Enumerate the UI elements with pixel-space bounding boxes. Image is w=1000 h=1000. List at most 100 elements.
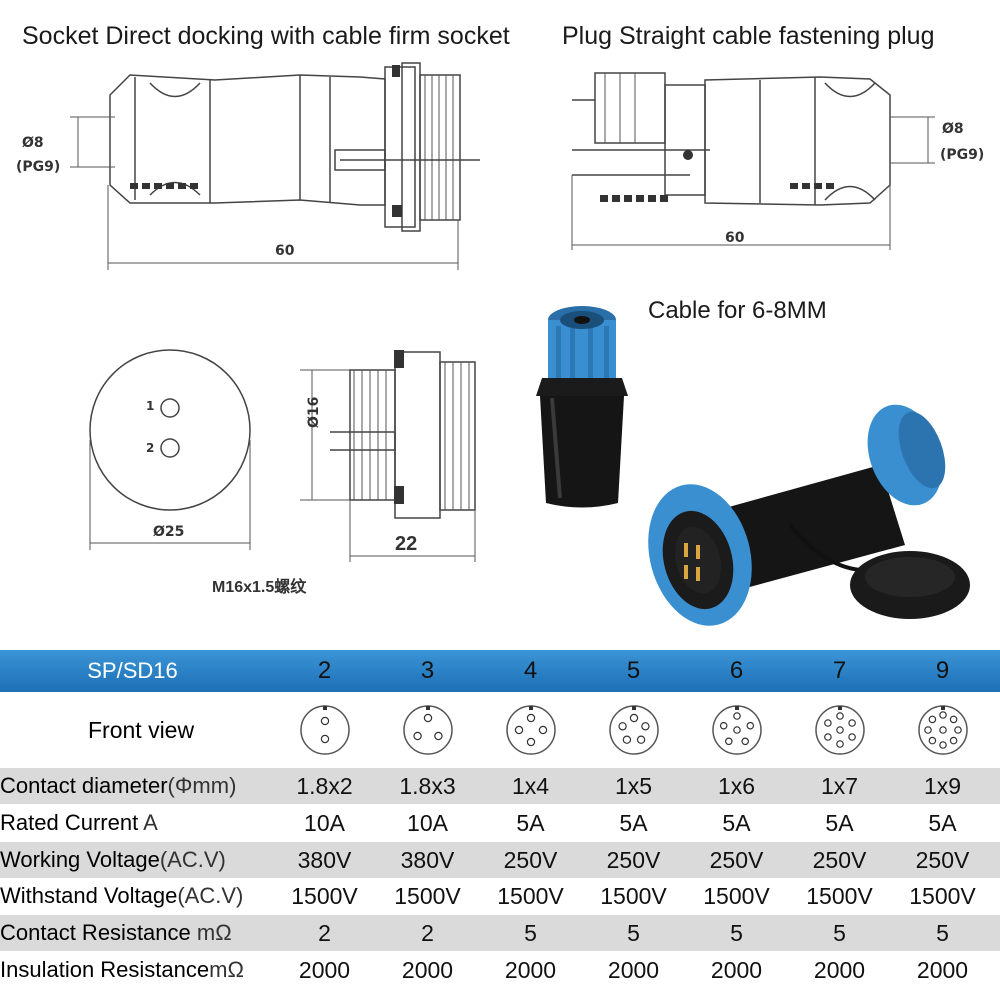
table-cell: 1500V [497, 882, 564, 909]
row-label-text: Contact Resistance [0, 920, 191, 945]
face-dim-dia: Ø25 [153, 524, 184, 540]
pin-count: 3 [420, 657, 435, 684]
pin-hole [823, 733, 832, 741]
pin-count: 6 [729, 657, 744, 684]
table-header-label: SP/SD16 [87, 658, 178, 683]
table-header-row: SP/SD16 2 3 4 5 6 7 9 [0, 650, 1000, 692]
table-cell: 1x4 [511, 772, 550, 799]
pin-hole [740, 737, 749, 746]
pin-hole [835, 726, 844, 734]
pin-hole [423, 713, 432, 723]
pin-layout-ring [505, 705, 556, 755]
table-cell: 2 [318, 919, 331, 946]
pin-hole [949, 715, 957, 724]
row-label-text: Working Voltage [0, 847, 160, 872]
pin-hole [928, 736, 936, 745]
pin-hole [847, 719, 856, 727]
pin-hole [526, 713, 535, 723]
pin-hole [629, 713, 638, 723]
plug-title: Plug Straight cable fastening plug [562, 22, 935, 50]
table-cell: 1500V [394, 882, 461, 909]
pin-layout-icon [299, 705, 350, 755]
key-notch [425, 706, 430, 710]
pin-hole [433, 731, 443, 741]
pin-hole [823, 719, 832, 727]
pin-hole [526, 737, 535, 747]
pin-hole [636, 735, 645, 744]
row-label-unit: mΩ [190, 920, 232, 945]
table-cell: 5 [730, 919, 743, 946]
table-cell: 5A [619, 809, 648, 836]
row-label-unit: (Φmm) [167, 773, 237, 798]
pin-layout-ring [917, 705, 968, 755]
table-cell: 10A [407, 809, 448, 836]
front-view-cell [685, 702, 788, 758]
cable-caption: Cable for 6-8MM [648, 297, 827, 324]
pin-hole [732, 712, 741, 720]
row-label: Rated Current A [0, 810, 265, 836]
face-pin2: 2 [146, 441, 154, 455]
socket-dim-pg: (PG9) [16, 159, 60, 175]
row-label: Withstand Voltage(AC.V) [0, 883, 265, 909]
key-notch [528, 706, 533, 710]
table-cell: 1500V [909, 882, 976, 909]
row-label: Insulation ResistancemΩ [0, 957, 265, 983]
socket-title: Socket Direct docking with cable firm so… [22, 22, 510, 50]
table-cell: 5A [825, 809, 854, 836]
table-cell: 5 [833, 919, 846, 946]
table-cell: 2000 [813, 956, 866, 983]
pin-hole [938, 711, 947, 719]
table-cell: 1500V [600, 882, 667, 909]
table-cell: 1x9 [923, 772, 962, 799]
pin-hole [724, 737, 733, 746]
row-label-text: Withstand Voltage [0, 883, 178, 908]
pin-hole [928, 715, 936, 724]
row-label: Contact Resistance mΩ [0, 920, 265, 946]
front-view-cell [376, 702, 479, 758]
pin-hole [953, 726, 962, 734]
table-cell: 1.8x2 [296, 772, 353, 799]
pin-hole [835, 740, 844, 748]
table-cell: 380V [297, 846, 352, 873]
key-notch [837, 706, 842, 710]
row-label: Contact diameter(Φmm) [0, 773, 265, 799]
pin-layout-icon [917, 705, 968, 755]
pin-layout-icon [505, 705, 556, 755]
pin-layout-icon [608, 705, 659, 755]
table-cell: 1500V [703, 882, 770, 909]
pin-layout-ring [299, 705, 350, 755]
thread-dim-len: 22 [395, 533, 418, 555]
pin-hole [617, 722, 627, 731]
socket-drawing: Ø8 (PG9) 60 [16, 62, 480, 270]
key-notch [631, 706, 636, 710]
plug-dim-dia: Ø8 [942, 121, 964, 137]
thread-note: M16x1.5螺纹 [212, 579, 307, 596]
pin-count: 7 [832, 657, 847, 684]
table-cell: 2000 [916, 956, 969, 983]
table-cell: 1500V [291, 882, 358, 909]
plug-dim-pg: (PG9) [940, 147, 984, 163]
table-row: Withstand Voltage(AC.V) 1500V 1500V 1500V 15… [0, 878, 1000, 914]
table-cell: 5 [524, 919, 537, 946]
socket-face-drawing: 1 2 Ø25 [89, 349, 251, 550]
table-cell: 5 [627, 919, 640, 946]
front-view-cell [582, 702, 685, 758]
table-cell: 1.8x3 [399, 772, 456, 799]
pin-hole [835, 712, 844, 720]
table-cell: 250V [503, 846, 558, 873]
table-cell: 1x6 [717, 772, 756, 799]
table-cell: 10A [304, 809, 345, 836]
pin-count: 5 [626, 657, 641, 684]
pin-hole [938, 726, 947, 734]
thread-drawing: Ø16 [300, 350, 476, 562]
pin-hole [538, 725, 547, 735]
pin-layout-ring [608, 705, 659, 755]
pin-hole [320, 716, 329, 726]
table-row-front-view: Front view [0, 695, 1000, 765]
table-cell: 2000 [504, 956, 557, 983]
table-cell: 2 [421, 919, 434, 946]
table-cell: 2000 [710, 956, 763, 983]
